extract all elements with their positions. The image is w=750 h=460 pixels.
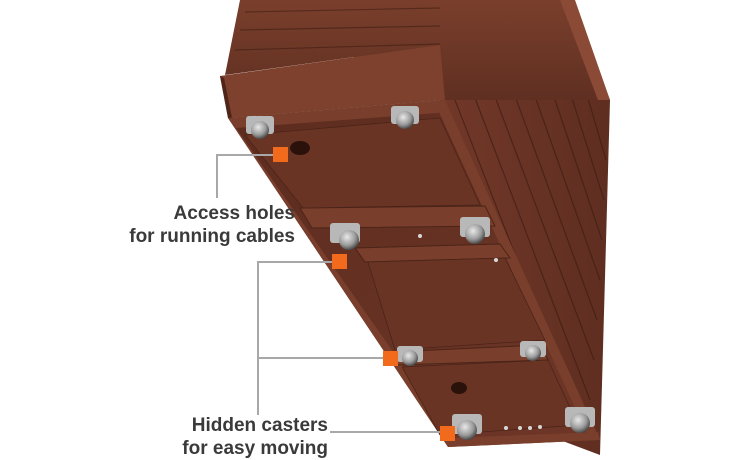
hidden-casters-label-line1: Hidden casters	[191, 415, 328, 436]
marker-caster-1	[332, 254, 347, 269]
callout-lines	[216, 154, 440, 433]
hidden-casters-label-line2: for easy moving	[182, 438, 328, 459]
underside	[228, 100, 600, 447]
marker-access-holes	[273, 147, 288, 162]
orange-markers	[273, 147, 455, 441]
access-holes-label: Access holes for running cables	[120, 202, 295, 248]
hidden-casters-label: Hidden casters for easy moving	[150, 414, 328, 460]
access-holes-callout-line	[216, 154, 274, 198]
hidden-casters-callout-line-1	[257, 261, 333, 415]
caster-wheels	[246, 106, 595, 440]
marker-caster-2	[383, 351, 398, 366]
back-slats	[225, 0, 610, 100]
top-frame	[220, 45, 445, 118]
access-holes-label-line2: for running cables	[129, 226, 295, 247]
marker-caster-3	[440, 426, 455, 441]
access-holes-label-line1: Access holes	[173, 203, 295, 224]
